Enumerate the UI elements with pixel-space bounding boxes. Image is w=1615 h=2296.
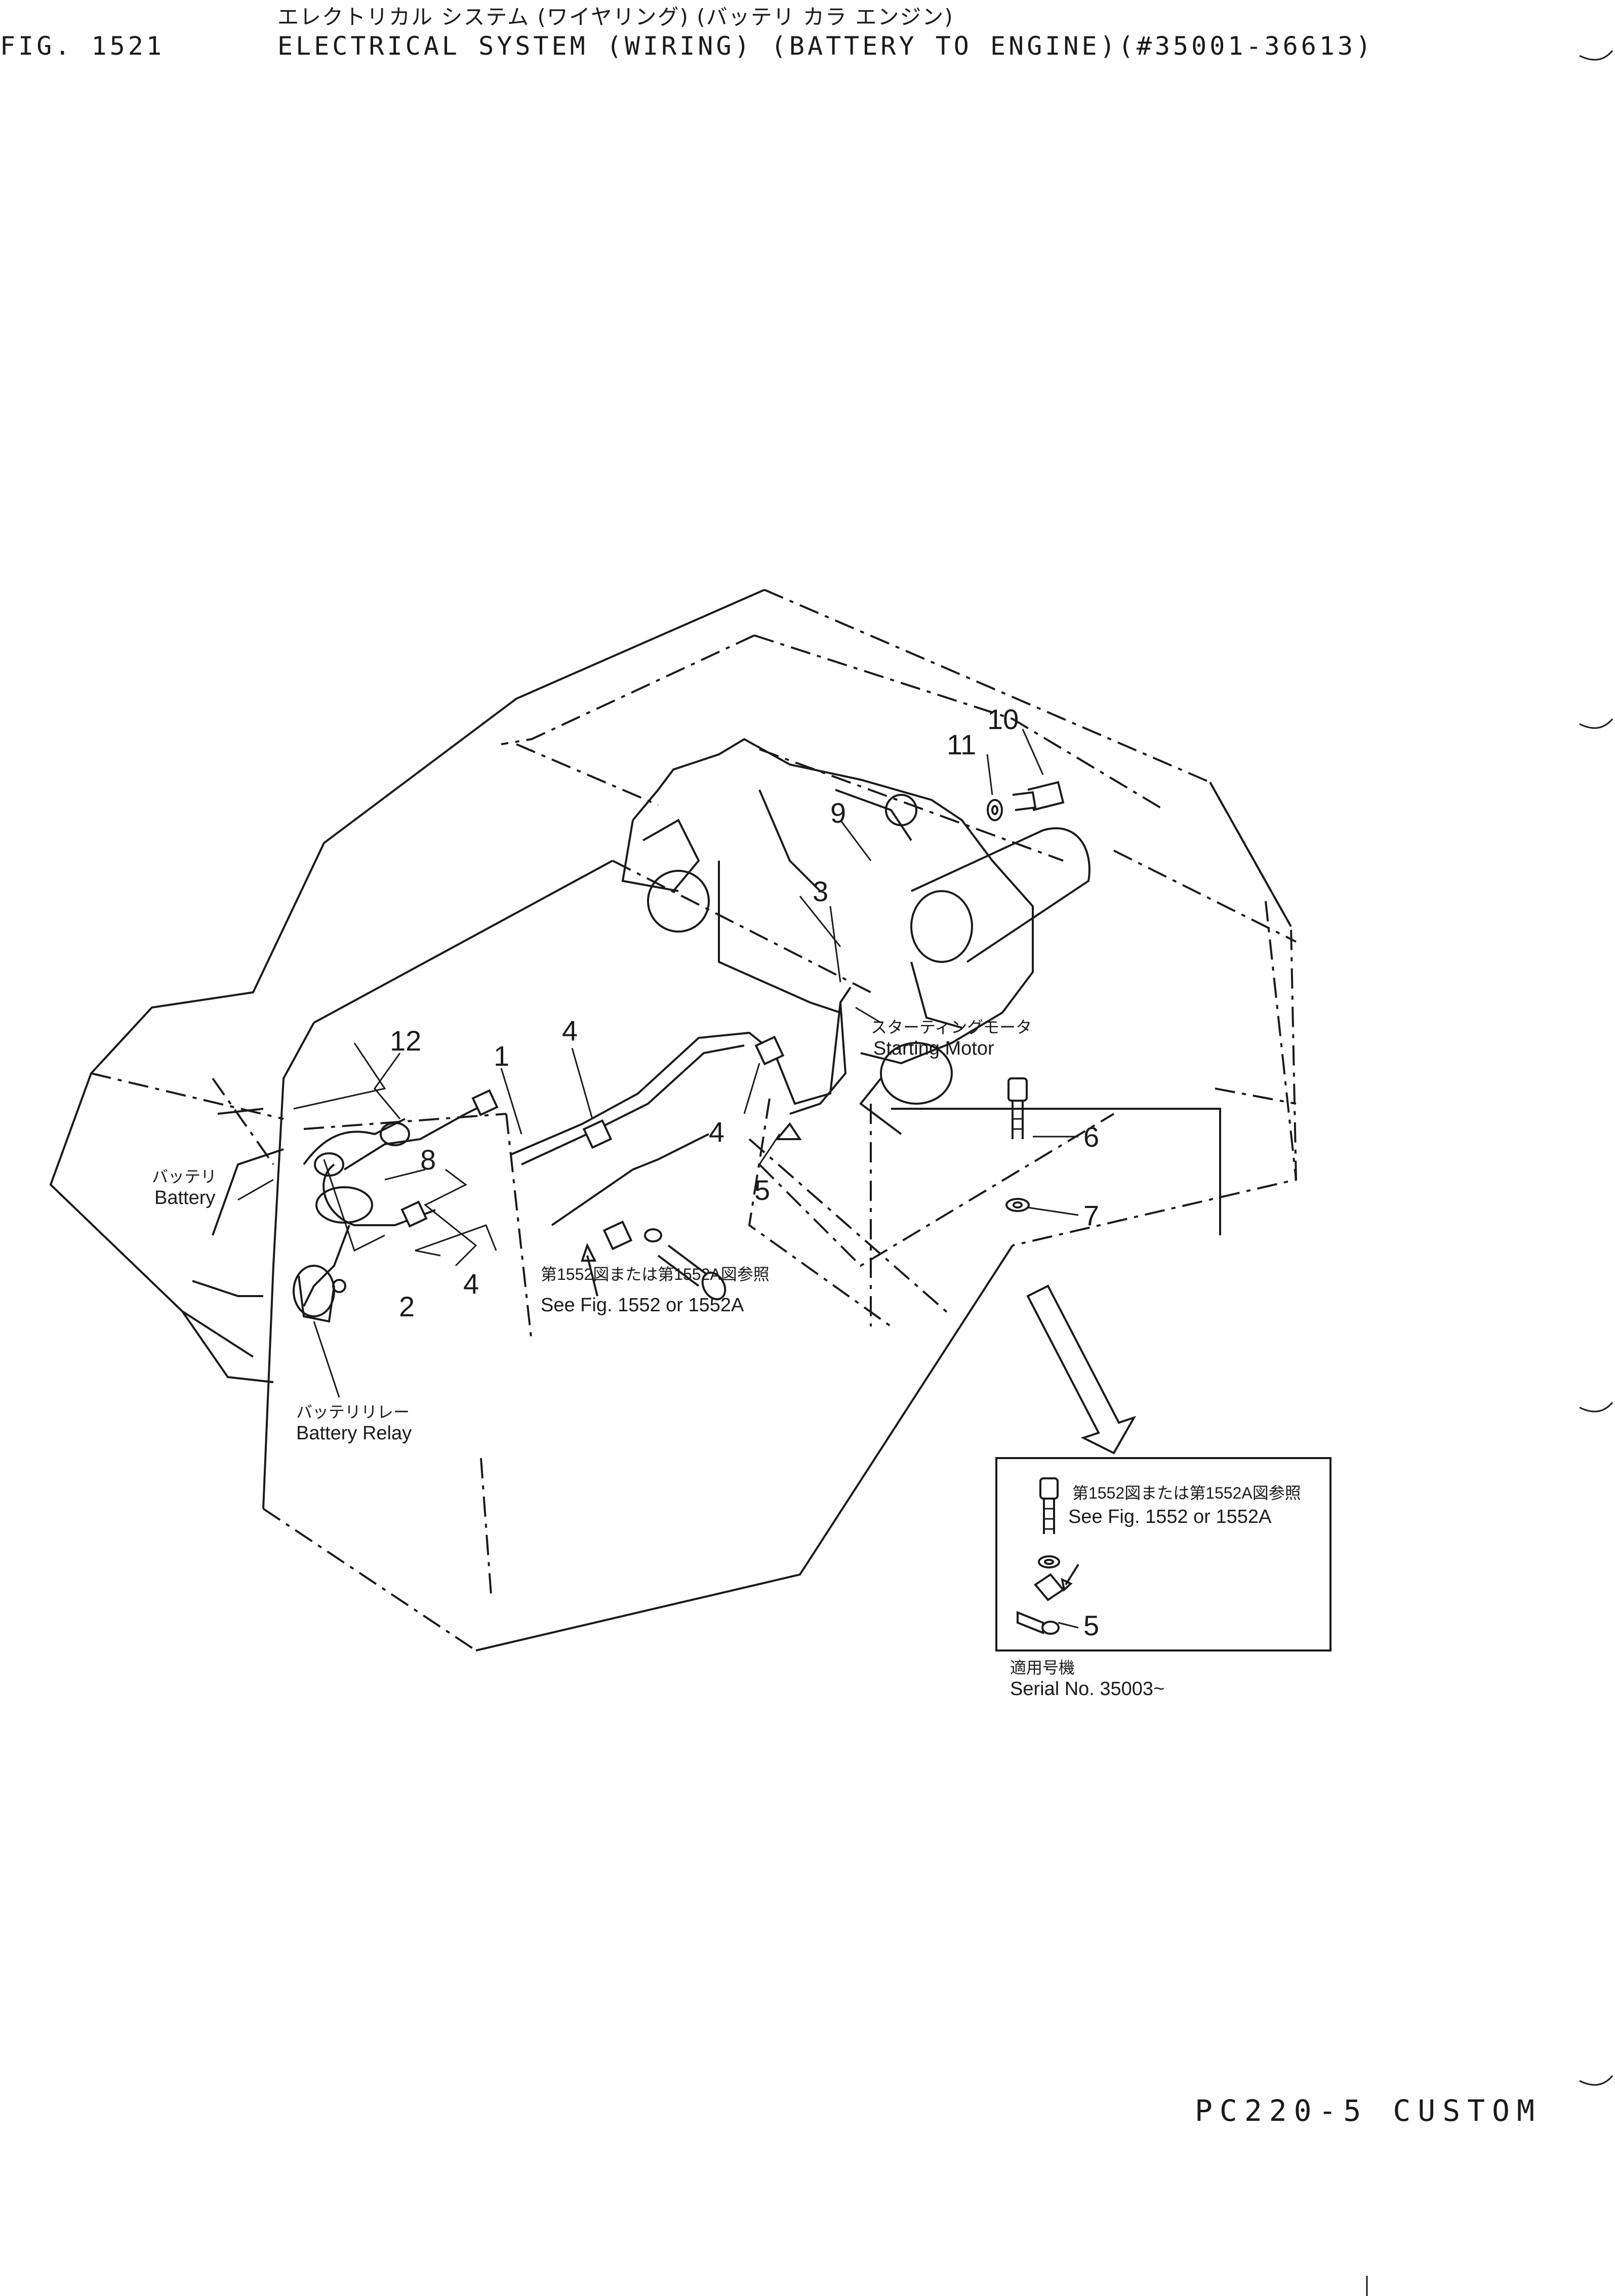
engine-block [621,738,1091,1135]
callout-3: 3 [813,875,828,907]
label-starting-motor-en: Starting Motor [873,1038,994,1059]
header-title-japanese: エレクトリカル システム (ワイヤリング) (バッテリ カラ エンジン) [277,5,954,29]
callout-5-inset: 5 [1083,1609,1099,1641]
callout-7: 7 [1083,1199,1099,1231]
callout-9: 9 [830,797,846,829]
label-battery-jp: バッテリ [152,1167,217,1186]
label-starting-motor-jp: スターティングモータ [871,1018,1032,1036]
header-title-english: ELECTRICAL SYSTEM (WIRING) (BATTERY TO E… [277,31,1375,61]
label-see-fig-jp: 第1552図または第1552A図参照 [541,1265,770,1283]
label-see-fig-en: See Fig. 1552 or 1552A [541,1295,744,1316]
battery-relay [293,1265,346,1323]
hardware-group [644,781,1065,1301]
label-relay-en: Battery Relay [296,1423,412,1444]
detail-pointer-arrow [1026,1284,1137,1455]
callout-6: 6 [1083,1121,1099,1153]
clamp-group [400,1035,785,1251]
callout-8: 8 [420,1144,436,1176]
leader-lines [237,729,1079,1398]
callout-5: 5 [754,1174,770,1206]
callout-4b: 4 [709,1116,724,1148]
callout-12: 12 [390,1025,421,1057]
callout-4a: 4 [562,1015,578,1046]
inset-see-fig-en: See Fig. 1552 or 1552A [1068,1506,1272,1527]
callout-numbers: 1 2 3 4 4 4 5 5 6 7 8 9 10 11 12 [390,703,1099,1641]
callout-11: 11 [947,729,976,760]
callout-10: 10 [987,703,1019,735]
part-labels: バッテリ Battery バッテリリレー Battery Relay スターティ… [152,1018,1032,1444]
detail-inset: 第1552図または第1552A図参照 See Fig. 1552 or 1552… [995,1457,1331,1700]
figure-number: FIG. 1521 [0,31,165,61]
callout-1: 1 [494,1040,509,1072]
label-relay-jp: バッテリリレー [296,1403,410,1421]
inset-serial-jp: 適用号機 [1010,1659,1075,1677]
label-battery-en: Battery [154,1187,215,1209]
margin-marks [1366,50,1613,2296]
inset-see-fig-jp: 第1552図または第1552A図参照 [1072,1484,1301,1502]
inset-serial-en: Serial No. 35003~ [1010,1678,1164,1700]
callout-2: 2 [399,1291,415,1322]
battery-cable-harness [303,986,852,1307]
model-footer: PC220-5 CUSTOM [1195,2093,1542,2128]
callout-4c: 4 [463,1268,479,1300]
